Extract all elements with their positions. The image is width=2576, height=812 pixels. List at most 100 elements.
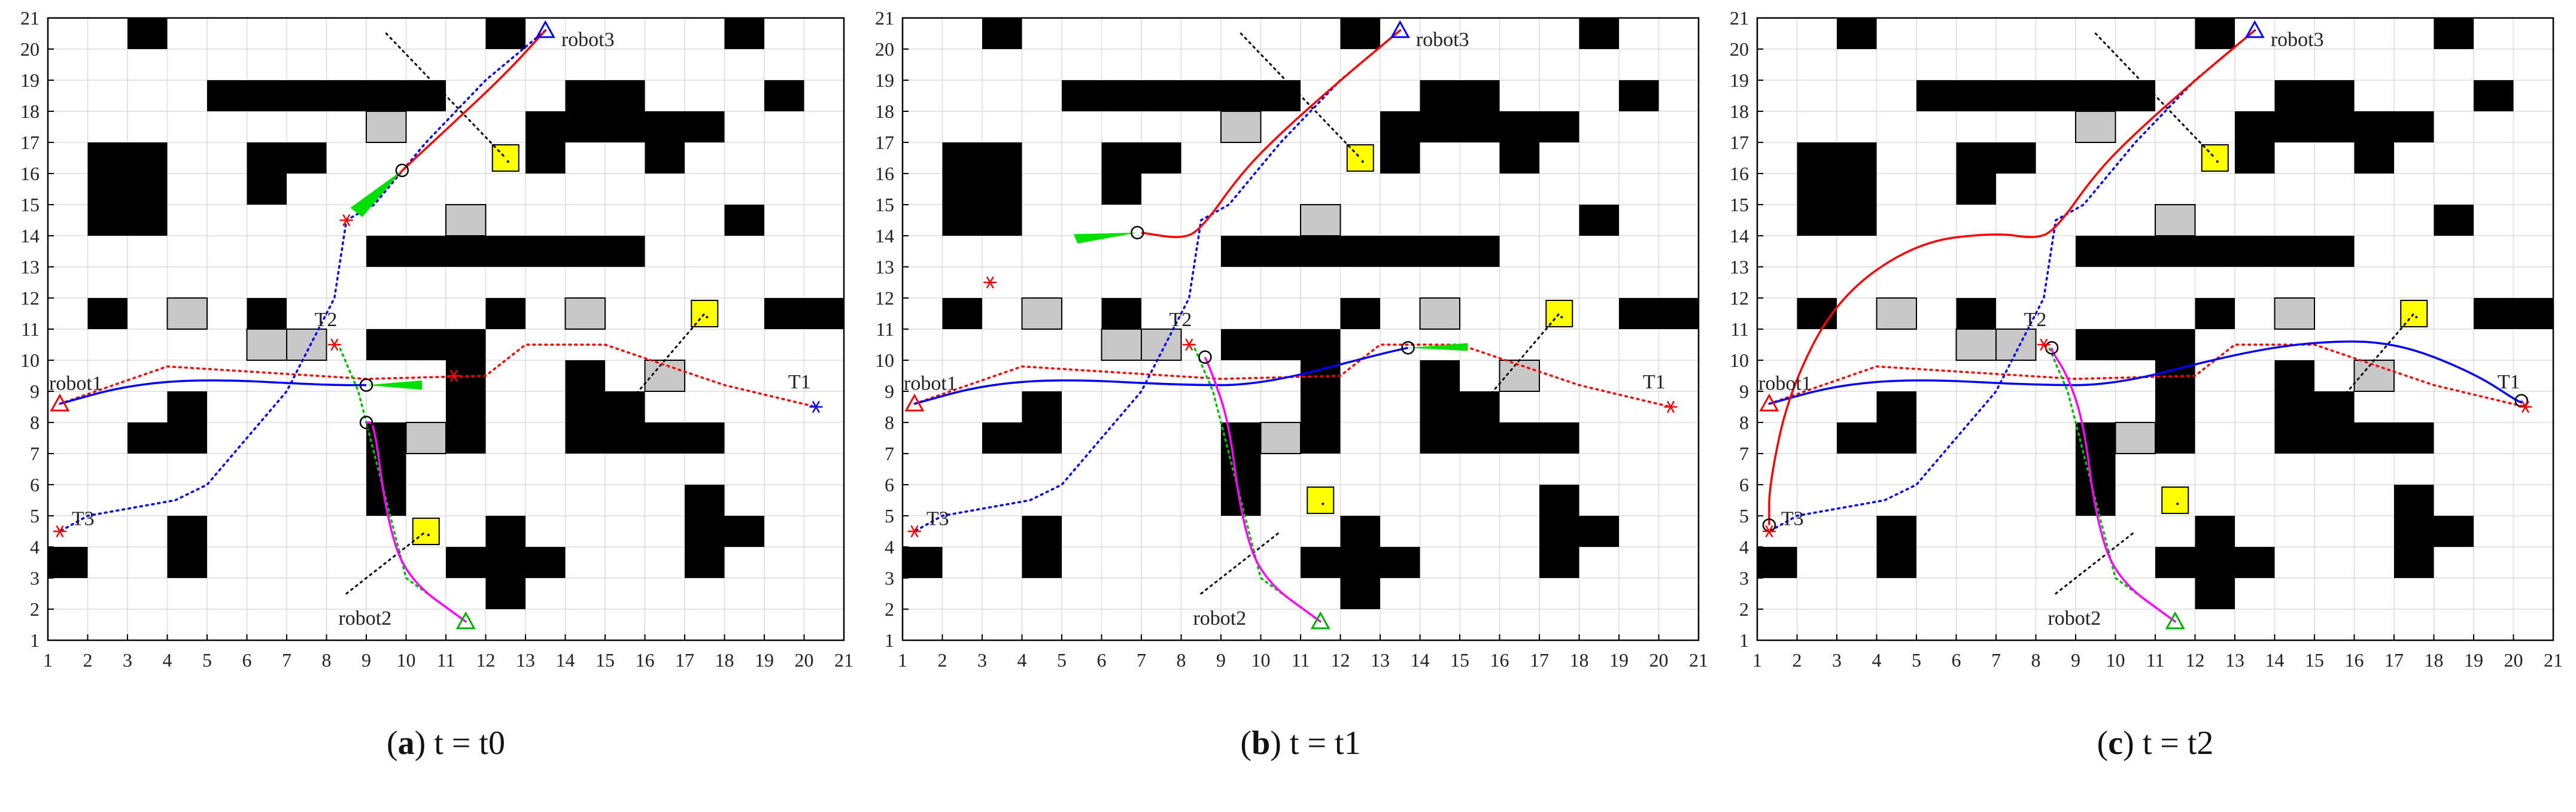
robot1-start-marker (50, 393, 70, 412)
y-tick-label: 9 (30, 381, 40, 402)
x-tick-label: 18 (715, 649, 734, 671)
obstacle-block (1420, 422, 1579, 454)
x-tick-label: 20 (1650, 649, 1669, 671)
obstacle-block (1539, 485, 1579, 578)
y-tick-label: 8 (885, 412, 894, 433)
panel-caption-text: ) t = t1 (1270, 725, 1360, 762)
y-tick-label: 13 (1730, 256, 1749, 278)
robot2-label: robot2 (338, 607, 391, 629)
y-tick-label: 20 (1730, 38, 1749, 60)
target-marker (339, 214, 353, 227)
obstacle-block (1797, 142, 1877, 236)
obstacle-block (87, 298, 127, 329)
y-tick-label: 4 (1739, 536, 1749, 558)
y-tick-label: 9 (885, 381, 894, 402)
unknown-obstacle-block (366, 111, 407, 143)
obstacle-block (1579, 205, 1619, 236)
x-tick-label: 2 (83, 649, 93, 671)
panel-2: robot1robot2robot3T1T2T31122334455667788… (875, 7, 1708, 762)
charging-station-dot (2216, 160, 2219, 163)
unknown-obstacle-block (286, 329, 327, 361)
x-tick-label: 13 (1371, 649, 1390, 671)
y-tick-label: 11 (21, 318, 40, 340)
x-tick-label: 3 (123, 649, 132, 671)
unknown-obstacle-block (2274, 297, 2315, 330)
robot3-path (1141, 29, 1401, 238)
x-tick-label: 4 (163, 649, 172, 671)
target-marker (2519, 400, 2532, 413)
x-tick-label: 2 (1793, 649, 1802, 671)
charging-station (2400, 300, 2428, 327)
obstacle-block (485, 18, 525, 49)
panel-caption: (b) t = t1 (1240, 725, 1360, 762)
x-tick-label: 19 (2464, 649, 2483, 671)
obstacle-block (1499, 142, 1539, 174)
y-tick-label: 10 (1730, 349, 1749, 371)
robot-position-marker (359, 415, 373, 430)
unknown-obstacle-block (1876, 297, 1917, 330)
charging-station (2201, 144, 2229, 172)
robot3-label: robot3 (1416, 29, 1469, 51)
robot3-label: robot3 (2271, 29, 2324, 51)
y-tick-label: 7 (1739, 443, 1749, 464)
x-tick-label: 13 (2225, 649, 2244, 671)
x-tick-label: 18 (1570, 649, 1589, 671)
obstacle-block (2235, 111, 2434, 142)
obstacle-block (247, 174, 287, 205)
y-tick-label: 13 (20, 256, 40, 278)
x-tick-label: 12 (476, 649, 496, 671)
unknown-obstacle-block (1955, 329, 1997, 361)
x-tick-label: 1 (43, 649, 53, 671)
charging-station-dot (1361, 160, 1364, 163)
charging-station (2161, 486, 2189, 514)
y-tick-label: 12 (20, 287, 40, 309)
x-tick-label: 15 (2305, 649, 2324, 671)
obstacle-block (366, 329, 486, 360)
y-tick-label: 14 (875, 225, 894, 247)
unknown-obstacle-block (564, 297, 606, 330)
sensor-ray (624, 312, 706, 408)
x-tick-label: 17 (2384, 649, 2404, 671)
charging-station-dot (2415, 316, 2418, 318)
obstacle-block (167, 547, 207, 578)
panels-root: robot1robot2robot3T1T2T31122334455667788… (20, 7, 2563, 762)
robot1-start-marker (1759, 393, 1779, 412)
y-tick-label: 10 (20, 349, 40, 371)
y-tick-label: 21 (875, 7, 894, 29)
y-tick-label: 21 (20, 7, 40, 29)
y-tick-label: 18 (1730, 101, 1749, 122)
panel-caption: (a) t = t0 (387, 725, 505, 762)
obstacle-block (1340, 298, 1380, 329)
obstacle-block (2434, 205, 2474, 236)
unknown-obstacle-block (1101, 329, 1142, 361)
panel-caption-letter: b (1251, 725, 1270, 762)
unknown-obstacle-block (1260, 422, 1301, 454)
robot1-sensing-fan (1408, 343, 1468, 351)
target-marker (1664, 400, 1678, 413)
y-tick-label: 19 (20, 69, 40, 91)
charging-station (412, 518, 440, 545)
x-tick-label: 9 (362, 649, 371, 671)
robot3-sensing-fan (350, 170, 402, 217)
robot3-planned-path (1768, 29, 2256, 533)
unknown-obstacle-block (405, 422, 446, 454)
x-tick-label: 14 (2265, 649, 2285, 671)
target-marker (983, 276, 997, 289)
unknown-obstacle-block (2353, 360, 2395, 392)
y-tick-label: 1 (885, 629, 894, 651)
obstacle-block (942, 142, 1022, 236)
target-marker-stroke (449, 369, 458, 382)
obstacle-block (2155, 360, 2195, 454)
x-tick-label: 15 (1450, 649, 1469, 671)
sensor-ray (2333, 312, 2415, 408)
obstacle-block (2235, 142, 2275, 174)
robot3-path (373, 29, 546, 199)
obstacle-block (1022, 516, 1062, 547)
y-tick-label: 5 (885, 505, 894, 527)
robot3-path (1768, 29, 2256, 525)
robot3-planned-path (913, 29, 1402, 533)
obstacle-block (1876, 547, 1916, 578)
x-tick-label: 16 (2345, 649, 2364, 671)
target-marker-stroke (812, 400, 821, 413)
